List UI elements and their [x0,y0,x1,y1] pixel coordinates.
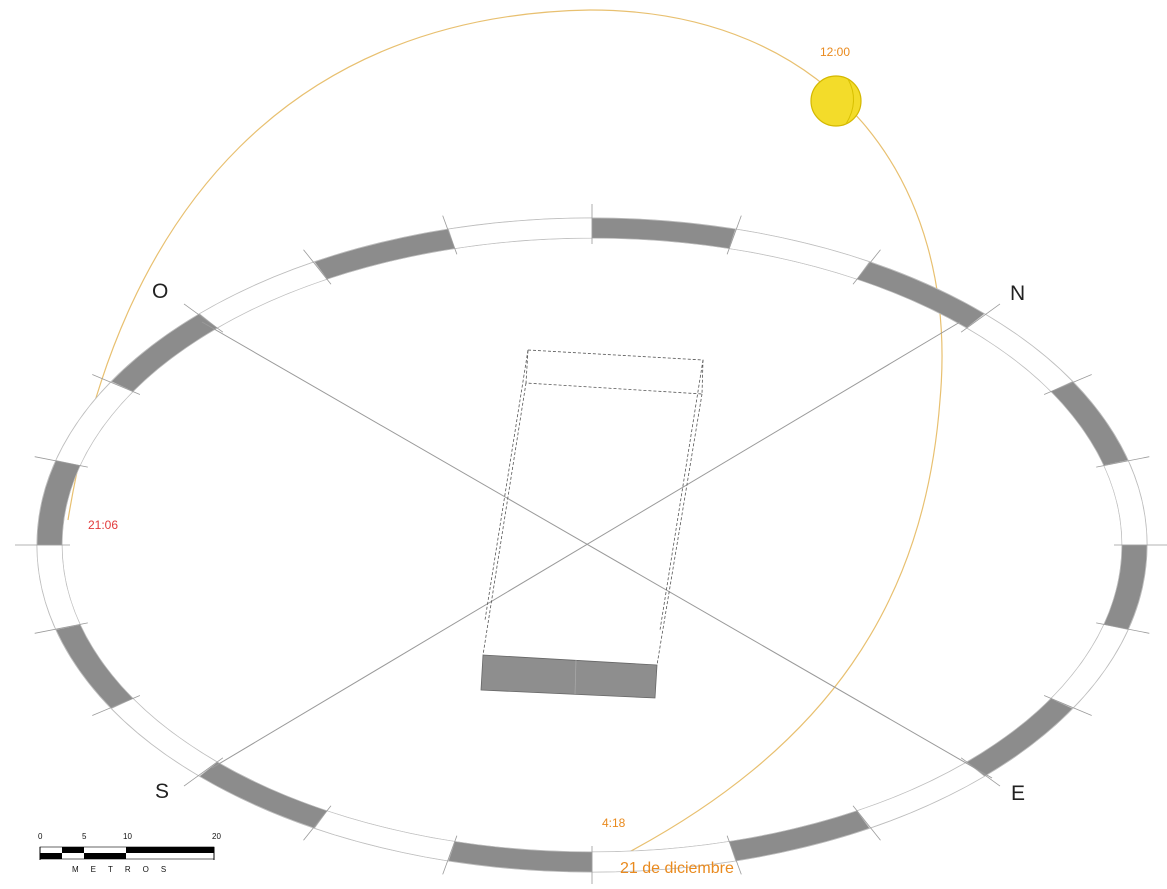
ring-hour-segments [36,217,1148,873]
ring-segment [314,810,456,862]
sunset-time-label: 21:06 [88,518,119,532]
ring-tick [726,835,742,875]
scale-tick-label: 0 [38,832,43,841]
ring-tick [303,249,332,285]
ring-tick [183,757,224,787]
ring-tick [183,303,224,333]
ring-segment [856,261,985,329]
ring-segment [591,217,736,249]
ring-segment [110,698,218,777]
building-edge [484,349,529,621]
scale-tick-label: 5 [82,832,87,841]
compass-north-label: N [1010,282,1026,305]
building-face-divider [574,659,577,695]
ring-tick [1043,374,1092,395]
ring-tick [726,215,742,255]
scale-bar-graphic [39,846,215,860]
ring-segment [199,261,328,329]
ring-segment [36,544,81,630]
ring-tick-marks [15,204,1167,886]
compass-west-label: O [152,280,169,303]
building [482,349,704,666]
building-roof [525,349,704,395]
building-edge [659,359,704,631]
ring-segment [1050,381,1129,466]
sunrise-time-label: 4:18 [602,816,626,830]
ring-segment [448,841,593,873]
building-edge [482,382,527,656]
ring-tick [303,805,332,841]
compass-ring-inner [61,237,1123,853]
ring-tick [92,374,141,395]
ring-tick [92,695,141,716]
compass-south-label: S [155,780,170,803]
ring-segment [1103,460,1148,546]
compass-east-label: E [1011,782,1026,805]
ring-tick [442,835,458,875]
ring-tick [852,249,881,285]
scale-bar: 0 5 10 20 METROS [38,828,228,878]
scale-unit-label: METROS [72,865,179,874]
building-shaded-face [480,654,658,699]
ring-tick [1096,622,1150,634]
ring-segment [966,313,1074,392]
scale-tick-label: 10 [123,832,132,841]
ring-tick [1043,695,1092,716]
ring-segment [314,228,456,280]
ring-segment [36,460,81,546]
ring-segment [966,698,1074,777]
ring-segment [199,761,328,829]
ring-segment [728,810,870,862]
date-label: 21 de diciembre [620,860,734,877]
axis-south-north [211,321,961,769]
ring-segment [55,624,134,709]
ring-tick [442,215,458,255]
building-edge [656,393,703,666]
ring-segment [728,228,870,280]
axis-west-east [201,321,993,779]
ring-tick [1096,456,1150,468]
ring-segment [856,761,985,829]
scale-tick-label: 20 [212,832,221,841]
ring-segment [1103,544,1148,630]
ring-tick [852,805,881,841]
sun-icon [810,75,862,127]
ring-tick [960,303,1001,333]
ring-segment [55,381,134,466]
ring-segment [1050,624,1129,709]
noon-time-label: 12:00 [820,45,851,59]
sun-shadow-arc [845,78,854,125]
sun-path-arc [67,9,943,863]
ring-tick [34,622,88,634]
ring-segment [110,313,218,392]
ring-tick [34,456,88,468]
ring-segment [448,217,593,249]
